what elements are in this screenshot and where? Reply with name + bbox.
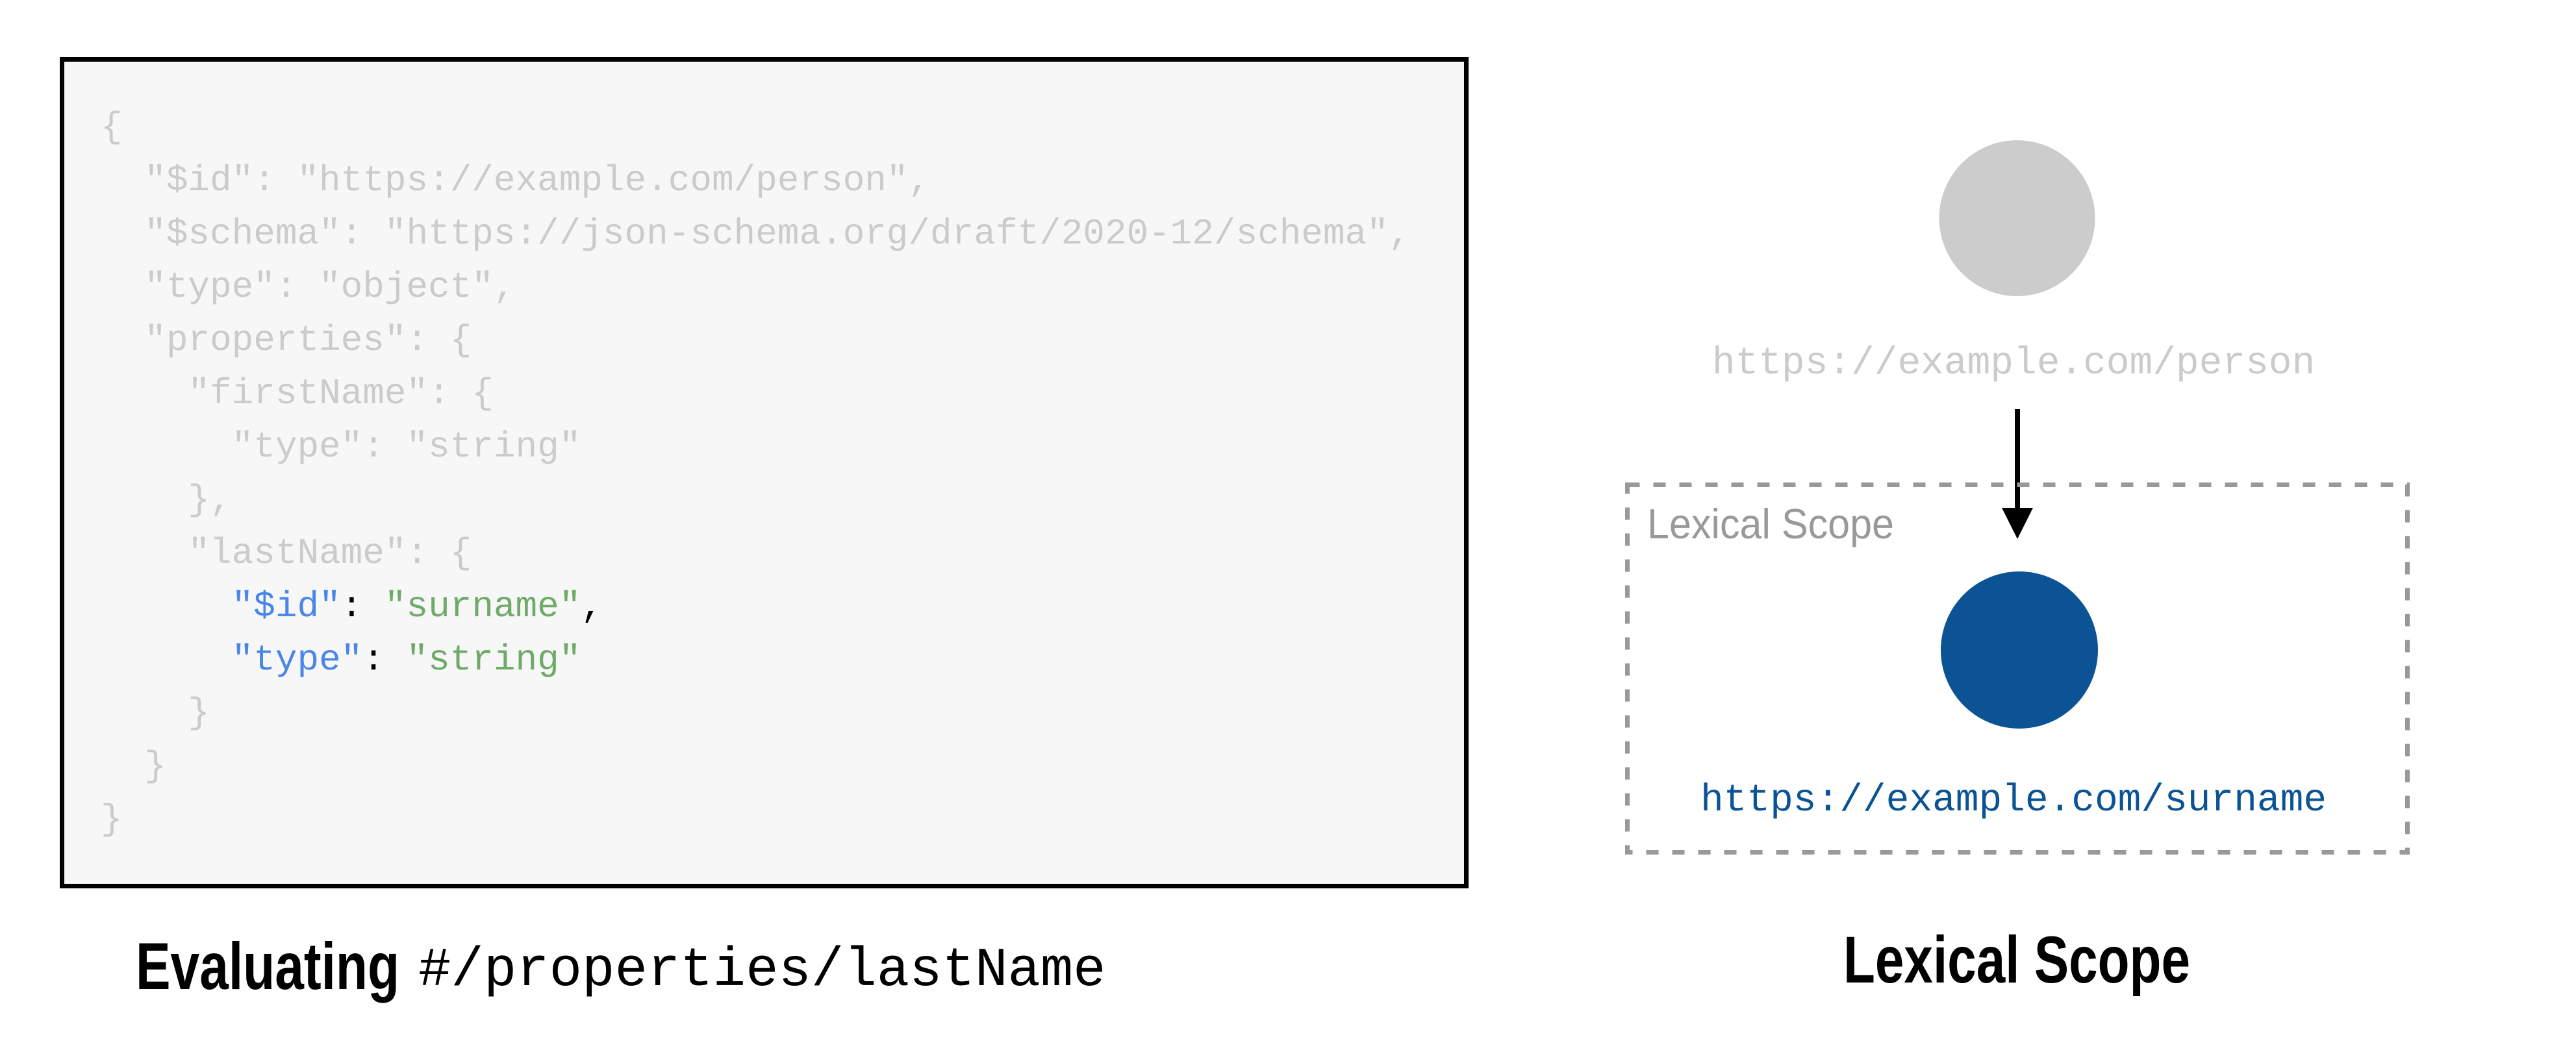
svg-text:https://example.com/surname: https://example.com/surname xyxy=(1700,778,2327,822)
svg-text:}: } xyxy=(101,799,123,840)
svg-text:},: }, xyxy=(101,479,232,521)
svg-text:Lexical Scope: Lexical Scope xyxy=(1843,923,2190,997)
svg-text:#/properties/lastName: #/properties/lastName xyxy=(418,940,1106,1002)
svg-text:"properties": {: "properties": { xyxy=(101,319,472,361)
svg-text:Evaluating: Evaluating xyxy=(136,929,399,1003)
svg-text:{: { xyxy=(101,106,123,148)
svg-text:"type": "string": "type": "string" xyxy=(101,426,581,468)
svg-text:"$id": "https://example.com/pe: "$id": "https://example.com/person", xyxy=(101,160,930,201)
svg-text:"$schema": "https://json-schem: "$schema": "https://json-schema.org/draf… xyxy=(101,213,1410,255)
svg-text:"type": "object",: "type": "object", xyxy=(101,266,516,308)
svg-text:https://example.com/person: https://example.com/person xyxy=(1712,341,2315,385)
svg-text:"lastName": {: "lastName": { xyxy=(101,532,472,574)
svg-text:"firstName": {: "firstName": { xyxy=(101,373,494,414)
svg-text:"$id": "surname",: "$id": "surname", xyxy=(101,586,603,627)
svg-text:}: } xyxy=(101,745,166,787)
svg-text:"type": "string": "type": "string" xyxy=(101,639,581,681)
svg-text:}: } xyxy=(101,692,210,734)
svg-text:Lexical Scope: Lexical Scope xyxy=(1647,500,1894,547)
